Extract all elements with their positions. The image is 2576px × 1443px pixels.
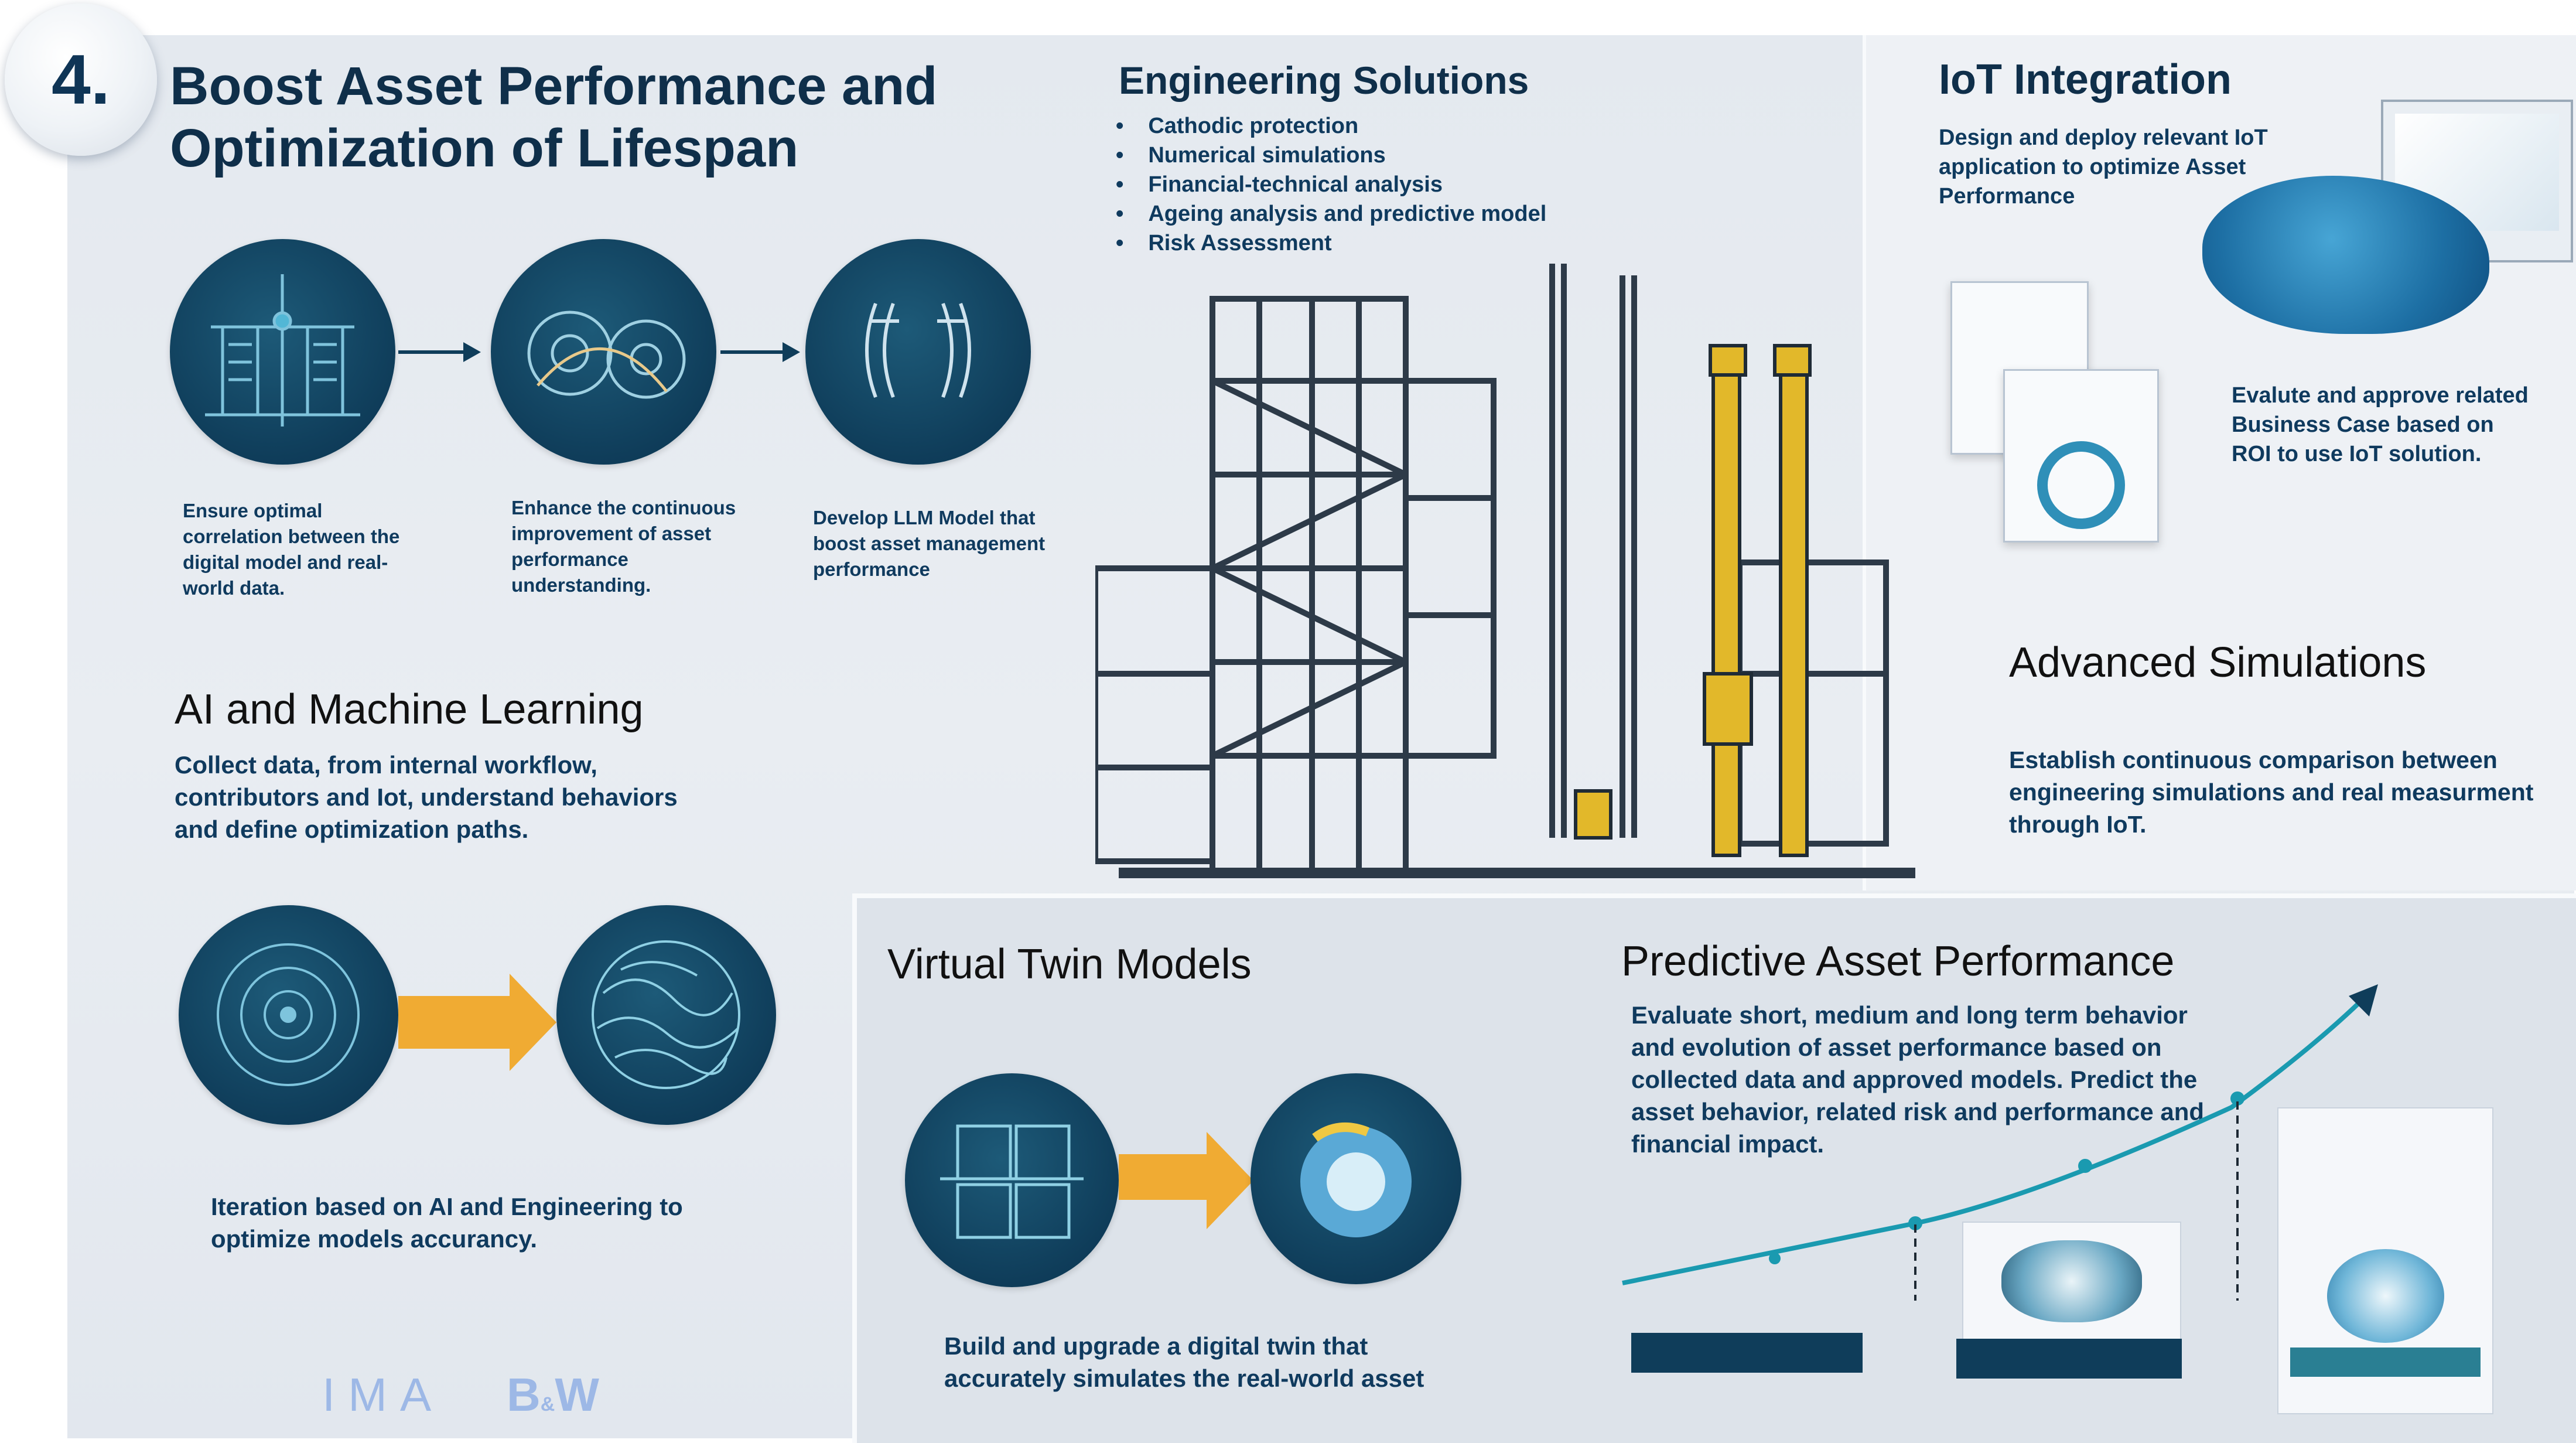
list-item: Cathodic protection bbox=[1116, 111, 1546, 141]
neural-network-icon bbox=[556, 905, 776, 1125]
ai-iteration-text: Iteration based on AI and Engineering to… bbox=[211, 1193, 683, 1253]
forecast-report-card bbox=[2277, 1107, 2493, 1414]
bw-logo-w: W bbox=[555, 1369, 599, 1421]
virtual-twin-description: Build and upgrade a digital twin that ac… bbox=[944, 1332, 1424, 1392]
list-item: Financial-technical analysis bbox=[1116, 170, 1546, 199]
digital-twin-globe-icon bbox=[1251, 1073, 1461, 1284]
flow-step-2-text: Enhance the continuous improvement of as… bbox=[511, 497, 736, 596]
blueprint-icon bbox=[905, 1073, 1119, 1287]
list-item: Numerical simulations bbox=[1116, 141, 1546, 170]
iot-business-case-text: Evalute and approve related Business Cas… bbox=[2232, 383, 2529, 466]
bw-logo: B&W bbox=[507, 1368, 599, 1422]
cloud-icon bbox=[2202, 176, 2489, 334]
prediction-tile-label-1 bbox=[1631, 1333, 1863, 1373]
step-number-badge: 4. bbox=[5, 4, 157, 156]
ima-logo: IMA bbox=[322, 1369, 445, 1421]
twin-flow-arrow bbox=[1119, 1132, 1253, 1229]
list-item: Ageing analysis and predictive model bbox=[1116, 199, 1546, 228]
analytics-document-icon bbox=[2003, 369, 2159, 543]
flow-step-3-text: Develop LLM Model that boost asset manag… bbox=[813, 507, 1046, 580]
data-swirl-icon bbox=[179, 905, 398, 1125]
flow-arrow-1 bbox=[398, 342, 481, 362]
growth-trend-arrow bbox=[1617, 973, 2396, 1301]
tower-blueprint-icon bbox=[170, 239, 395, 465]
flow-step-1-text: Ensure optimal correlation between the d… bbox=[183, 500, 400, 599]
page-title-line2: Optimization of Lifespan bbox=[170, 118, 799, 178]
advanced-simulations-description: Establish continuous comparison between … bbox=[2009, 746, 2534, 838]
iot-description: Design and deploy relevant IoT applicati… bbox=[1939, 125, 2268, 209]
page-title: Boost Asset Performance and Optimization… bbox=[170, 56, 990, 180]
gears-icon bbox=[491, 239, 716, 465]
asset-model-image bbox=[1962, 1222, 2181, 1341]
bw-logo-b: B bbox=[507, 1369, 541, 1421]
prediction-tile-label-2 bbox=[1956, 1339, 2182, 1379]
industrial-plant-illustration bbox=[1092, 264, 1933, 896]
page-title-line1: Boost Asset Performance and bbox=[170, 56, 938, 116]
ai-ml-title: AI and Machine Learning bbox=[175, 686, 644, 733]
bw-logo-amp: & bbox=[540, 1393, 555, 1415]
predictive-description: Evaluate short, medium and long term beh… bbox=[1631, 1001, 2205, 1158]
engineering-title: Engineering Solutions bbox=[1119, 59, 1529, 102]
ai-ml-description: Collect data, from internal workflow, co… bbox=[175, 751, 678, 843]
predictive-title: Predictive Asset Performance bbox=[1621, 938, 2175, 985]
advanced-simulations-title: Advanced Simulations bbox=[2009, 639, 2427, 686]
pipes-icon bbox=[805, 239, 1031, 465]
flow-arrow-2 bbox=[720, 342, 800, 362]
virtual-twin-title: Virtual Twin Models bbox=[887, 941, 1252, 988]
engineering-list: Cathodic protection Numerical simulation… bbox=[1116, 111, 1546, 258]
iot-title: IoT Integration bbox=[1939, 56, 2232, 103]
ai-flow-arrow bbox=[398, 974, 556, 1071]
list-item: Risk Assessment bbox=[1116, 228, 1546, 258]
